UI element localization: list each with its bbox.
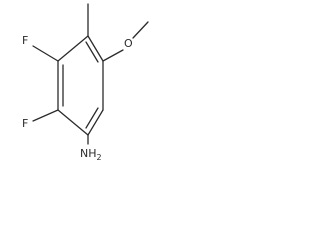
fluorine-bottom-label: F [22, 117, 28, 130]
substituent-bonds [32, 3, 149, 145]
fluorine-top-bond [32, 45, 59, 62]
benzene-ring [57, 35, 104, 136]
chemical-structure-diagram: F F O NH2 [22, 3, 149, 162]
amine-label: NH2 [80, 147, 102, 162]
ring-double-bond-2 [85, 107, 99, 129]
ring-bond-3 [87, 109, 104, 136]
ring-double-bond-1 [85, 41, 99, 63]
amine-subscript-text: 2 [97, 153, 102, 162]
methoxy-methyl-bond [132, 21, 149, 39]
oxygen-bond [102, 49, 124, 62]
fluorine-top-label: F [22, 34, 28, 47]
oxygen-label: O [124, 37, 133, 50]
ring-bond-1 [87, 35, 104, 62]
ring-bond-6 [57, 35, 89, 62]
fluorine-bottom-bond [32, 109, 59, 122]
ring-bond-4 [57, 109, 89, 136]
amine-nh-text: NH [80, 147, 97, 160]
